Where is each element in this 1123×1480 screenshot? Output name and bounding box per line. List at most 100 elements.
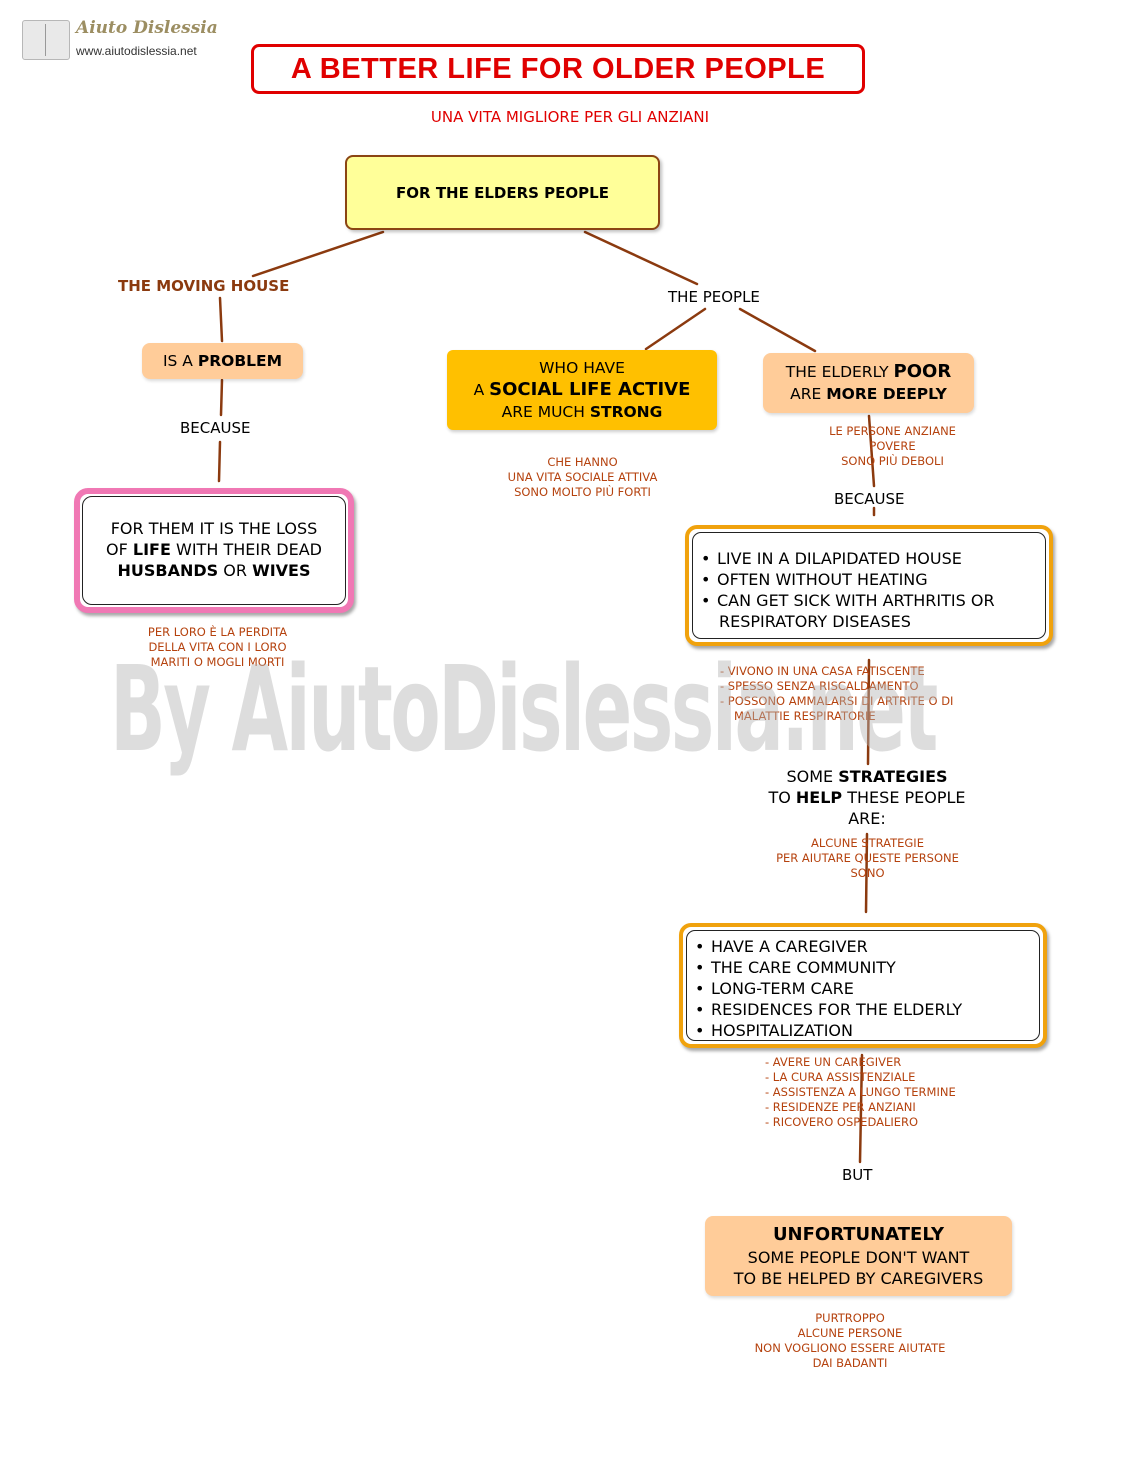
condition-item-continuation: RESPIRATORY DISEASES — [719, 612, 911, 631]
social-it-line-3: SONO MOLTO PIÙ FORTI — [514, 485, 651, 499]
poor-line-2-pre: ARE — [790, 385, 827, 403]
because-left-label: BECAUSE — [180, 419, 251, 437]
conditions-it-line-3: - POSSONO AMMALARSI DI ARTRITE O DI — [720, 694, 954, 708]
aiutodislessia-logo: Aiuto Dislessia www.aiutodislessia.net — [22, 18, 218, 62]
help-list: HAVE A CAREGIVER THE CARE COMMUNITY LONG… — [695, 936, 1039, 1041]
help-item: LONG-TERM CARE — [695, 978, 1039, 999]
unf-it-line-4: DAI BADANTI — [812, 1356, 888, 1370]
strategies-line-2-pre: TO — [768, 788, 796, 807]
unfortunately-node: UNFORTUNATELY SOME PEOPLE DON'T WANT TO … — [705, 1216, 1012, 1296]
help-it-line-2: - LA CURA ASSISTENZIALE — [765, 1070, 916, 1084]
help-it-line-5: - RICOVERO OSPEDALIERO — [765, 1115, 919, 1129]
social-life-node: WHO HAVE A SOCIAL LIFE ACTIVE ARE MUCH S… — [447, 350, 717, 430]
strategies-line-1-pre: SOME — [786, 767, 839, 786]
help-it-line-3: - ASSISTENZA A LUNGO TERMINE — [765, 1085, 956, 1099]
poor-it-line-3: SONO PIÙ DEBOLI — [841, 454, 944, 468]
social-line-3-bold: STRONG — [589, 403, 663, 421]
strategies-label: SOME STRATEGIES TO HELP THESE PEOPLE ARE… — [742, 766, 992, 829]
poor-line-1-bold: POOR — [893, 361, 952, 382]
book-icon — [22, 20, 70, 60]
logo-name: Aiuto Dislessia — [76, 18, 218, 38]
strategies-it-line-3: SONO — [850, 866, 885, 880]
poor-node: THE ELDERLY POOR ARE MORE DEEPLY — [763, 353, 974, 413]
line-strategies-help — [864, 832, 869, 914]
because-right-label: BECAUSE — [834, 490, 905, 508]
unf-it-line-2: ALCUNE PERSONE — [797, 1326, 903, 1340]
condition-item: CAN GET SICK WITH ARTHRITIS OR — [701, 590, 1045, 611]
conditions-it-line-1: - VIVONO IN UNA CASA FATISCENTE — [720, 664, 925, 678]
social-italian-note: CHE HANNO UNA VITA SOCIALE ATTIVA SONO M… — [470, 455, 695, 500]
loss-line-3-bold-1: HUSBANDS — [117, 561, 219, 580]
line-root-people — [583, 230, 699, 286]
social-line-2: A SOCIAL LIFE ACTIVE — [474, 379, 691, 401]
strategies-italian-note: ALCUNE STRATEGIE PER AIUTARE QUESTE PERS… — [755, 836, 980, 881]
page-subtitle: UNA VITA MIGLIORE PER GLI ANZIANI — [430, 108, 710, 126]
condition-item: LIVE IN A DILAPIDATED HOUSE — [701, 548, 1045, 569]
line-moving-problem — [218, 296, 224, 343]
line-help-but — [858, 1053, 864, 1164]
unfortunately-italian-note: PURTROPPO ALCUNE PERSONE NON VOGLIONO ES… — [735, 1311, 965, 1371]
loss-line-2-bold: LIFE — [132, 540, 171, 559]
help-italian-note: - AVERE UN CAREGIVER - LA CURA ASSISTENZ… — [765, 1055, 1015, 1130]
page-title: A BETTER LIFE FOR OLDER PEOPLE — [251, 44, 865, 94]
strategies-line-2-post: THESE PEOPLE — [842, 788, 966, 807]
problem-bold: PROBLEM — [197, 352, 283, 370]
line-root-moving — [251, 230, 385, 278]
loss-line-3-bold-2: WIVES — [252, 561, 311, 580]
social-line-2-bold: SOCIAL LIFE ACTIVE — [489, 379, 691, 400]
loss-line-2-pre: OF — [106, 540, 133, 559]
poor-line-1: THE ELDERLY POOR — [786, 361, 951, 383]
loss-italian-note: PER LORO È LA PERDITA DELLA VITA CON I L… — [110, 625, 325, 670]
poor-italian-note: LE PERSONE ANZIANE POVERE SONO PIÙ DEBOL… — [790, 424, 995, 469]
social-line-3: ARE MUCH STRONG — [502, 401, 663, 423]
strategies-it-line-2: PER AIUTARE QUESTE PERSONE — [776, 851, 959, 865]
strategies-line-1: SOME STRATEGIES — [742, 766, 992, 787]
poor-it-line-2: POVERE — [869, 439, 916, 453]
help-content: HAVE A CAREGIVER THE CARE COMMUNITY LONG… — [695, 936, 1039, 1041]
help-strategies-node: HAVE A CAREGIVER THE CARE COMMUNITY LONG… — [679, 923, 1047, 1048]
loss-it-line-1: PER LORO È LA PERDITA — [147, 625, 288, 639]
logo-url: www.aiutodislessia.net — [76, 44, 197, 58]
strategies-line-2: TO HELP THESE PEOPLE — [742, 787, 992, 808]
social-it-line-1: CHE HANNO — [547, 455, 618, 469]
conditions-it-line-4: MALATTIE RESPIRATORIE — [734, 709, 876, 723]
loss-it-line-2: DELLA VITA CON I LORO — [148, 640, 287, 654]
problem-node: IS A PROBLEM — [142, 343, 303, 379]
help-item: HOSPITALIZATION — [695, 1020, 1039, 1041]
strategies-line-2-bold: HELP — [795, 788, 843, 807]
loss-line-2-post: WITH THEIR DEAD — [170, 540, 322, 559]
unf-it-line-1: PURTROPPO — [815, 1311, 885, 1325]
loss-it-line-3: MARITI O MOGLI MORTI — [150, 655, 285, 669]
strategies-line-3: ARE: — [848, 809, 886, 828]
line-conditions-strategies — [866, 658, 871, 766]
social-line-1: WHO HAVE — [539, 359, 625, 377]
line-problem-because — [219, 378, 224, 417]
poor-it-line-1: LE PERSONE ANZIANE — [829, 424, 956, 438]
unf-it-line-3: NON VOGLIONO ESSERE AIUTATE — [754, 1341, 946, 1355]
conditions-italian-note: - VIVONO IN UNA CASA FATISCENTE - SPESSO… — [720, 664, 1005, 724]
conditions-inner-border — [692, 532, 1046, 639]
conditions-content: LIVE IN A DILAPIDATED HOUSE OFTEN WITHOU… — [701, 548, 1045, 632]
poor-line-2: ARE MORE DEEPLY — [790, 383, 947, 405]
moving-house-heading: THE MOVING HOUSE — [118, 277, 290, 295]
loss-node-text: FOR THEM IT IS THE LOSS OF LIFE WITH THE… — [80, 518, 348, 581]
unfortunately-line-2: SOME PEOPLE DON'T WANT — [747, 1248, 970, 1267]
line-poor-because — [867, 414, 876, 488]
line-because-loss — [217, 440, 222, 483]
help-item: HAVE A CAREGIVER — [695, 936, 1039, 957]
but-label: BUT — [842, 1166, 873, 1184]
conditions-node: LIVE IN A DILAPIDATED HOUSE OFTEN WITHOU… — [685, 525, 1053, 646]
root-node: FOR THE ELDERS PEOPLE — [345, 155, 660, 230]
unfortunately-line-3: TO BE HELPED BY CAREGIVERS — [733, 1269, 984, 1288]
help-item: THE CARE COMMUNITY — [695, 957, 1039, 978]
loss-line-3: HUSBANDS OR WIVES — [80, 560, 348, 581]
poor-line-2-bold: MORE DEEPLY — [826, 385, 947, 403]
help-it-line-4: - RESIDENZE PER ANZIANI — [765, 1100, 916, 1114]
loss-line-3-mid: OR — [218, 561, 253, 580]
the-people-label: THE PEOPLE — [668, 288, 760, 306]
loss-node-inner-border — [82, 496, 346, 605]
conditions-it-line-2: - SPESSO SENZA RISCALDAMENTO — [720, 679, 919, 693]
strategies-it-line-1: ALCUNE STRATEGIE — [811, 836, 924, 850]
loss-line-1: FOR THEM IT IS THE LOSS — [110, 519, 318, 538]
